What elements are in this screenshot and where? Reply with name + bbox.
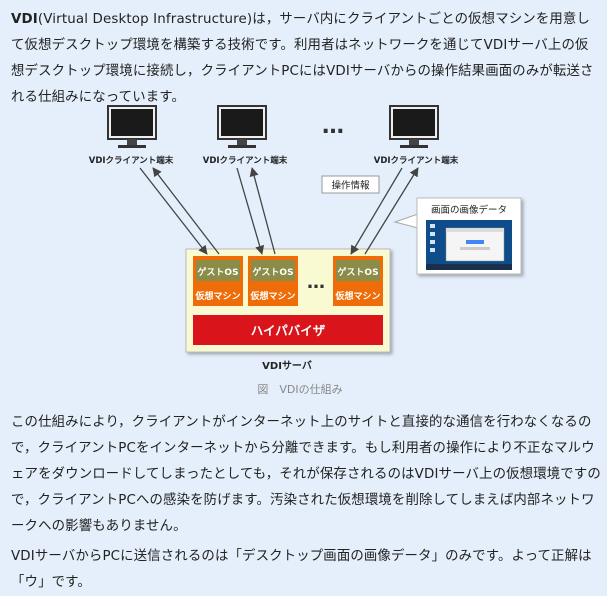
answer-paragraph: VDIサーバからPCに送信されるのは「デスクトップ画面の画像データ」のみです。よ… — [11, 549, 592, 590]
vm-label-3: 仮想マシン — [334, 290, 380, 302]
client-monitor-2 — [217, 105, 267, 148]
arrow-client2-to-vm2 — [236, 167, 265, 255]
screen-data-label: 画面の画像データ — [431, 204, 507, 216]
vdi-term: VDI — [11, 12, 38, 27]
connection-arrows — [139, 167, 419, 255]
clients-ellipsis: … — [322, 114, 344, 139]
guest-os-label-3: ゲストOS — [337, 266, 378, 278]
hypervisor-label: ハイパバイザ — [251, 323, 326, 338]
vdi-server-label: VDIサーバ — [262, 360, 312, 372]
screen-data-callout: 画面の画像データ — [393, 197, 522, 275]
vm-label-1: 仮想マシン — [194, 290, 240, 302]
operation-info-label: 操作情報 — [331, 180, 370, 192]
guest-os-label-1: ゲストOS — [197, 266, 238, 278]
vm-label-2: 仮想マシン — [249, 290, 295, 302]
intro-paragraph: VDI(Virtual Desktop Infrastructure)は，サーバ… — [11, 7, 601, 111]
arrow-client1-to-vm1 — [139, 167, 208, 255]
figure-caption: 図 VDIの仕組み — [257, 383, 342, 396]
client-label-3: VDIクライアント端末 — [374, 155, 459, 166]
guest-os-label-2: ゲストOS — [252, 266, 293, 278]
vdi-diagram: … VDIクライアント端末 VDIクライアント端末 VDIクライアント端末 ゲス… — [89, 105, 522, 396]
arrow-vm1-to-client1 — [152, 167, 220, 255]
operation-info-tag — [321, 175, 380, 194]
vm-2: ゲストOS 仮想マシン — [248, 256, 298, 306]
client-label-1: VDIクライアント端末 — [89, 155, 174, 166]
vm-1: ゲストOS 仮想マシン — [193, 256, 243, 306]
browser-window-thumbnail — [445, 227, 505, 262]
client-monitor-3 — [389, 105, 439, 148]
explanation-paragraph: この仕組みにより，クライアントがインターネット上のサイトと直接的な通信を行わなく… — [11, 415, 601, 534]
client-label-2: VDIクライアント端末 — [203, 155, 288, 166]
arrow-vm3-to-client3 — [364, 167, 419, 255]
client-monitor-1 — [107, 105, 157, 148]
intro-text: (Virtual Desktop Infrastructure)は，サーバ内にク… — [11, 12, 594, 105]
arrow-client3-to-vm3 — [350, 167, 403, 255]
arrow-vm2-to-client2 — [249, 167, 276, 255]
vm-3: ゲストOS 仮想マシン — [333, 256, 383, 306]
vms-ellipsis: … — [307, 272, 325, 293]
hypervisor-bar — [193, 315, 383, 345]
